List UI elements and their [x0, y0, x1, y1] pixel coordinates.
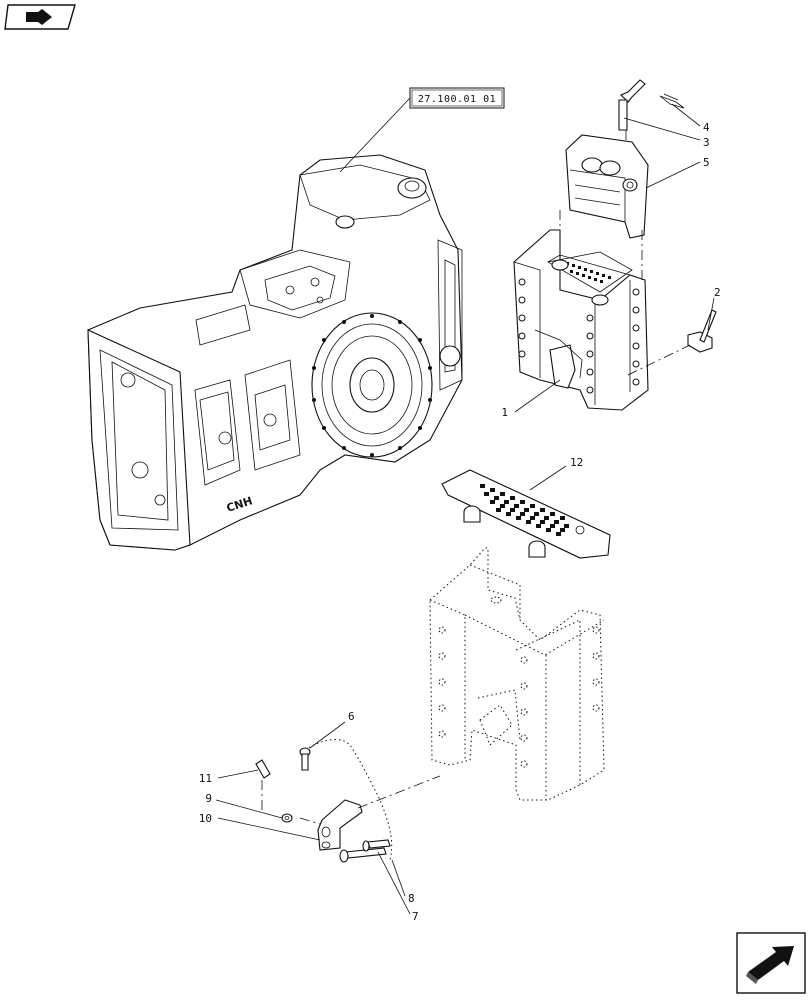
hitch-frame	[513, 229, 649, 411]
grid-plate	[441, 469, 611, 559]
forward-arrow-icon	[736, 932, 806, 994]
transmission-housing: CNH	[87, 154, 463, 551]
lock-pin	[618, 79, 646, 131]
callout-2: 2	[714, 286, 721, 299]
callout-7: 7	[412, 910, 419, 923]
forward-nav-button[interactable]	[736, 932, 806, 994]
callout-11: 11	[199, 772, 212, 785]
back-nav-button[interactable]	[4, 4, 76, 30]
callout-6: 6	[348, 710, 355, 723]
callout-12: 12	[570, 456, 583, 469]
clevis-pin	[339, 839, 391, 863]
retaining-bracket	[317, 799, 363, 851]
callout-1: 1	[501, 406, 508, 419]
split-pin	[255, 759, 271, 779]
callout-10: 10	[199, 812, 212, 825]
latch-assembly	[565, 134, 649, 239]
callout-5: 5	[703, 156, 710, 169]
reference-box[interactable]: 27.100.01 01	[409, 87, 505, 109]
reference-hitch-frame	[429, 547, 605, 801]
callout-3: 3	[703, 136, 710, 149]
callout-4: 4	[703, 121, 710, 134]
callout-9: 9	[205, 792, 212, 805]
reference-box-label: 27.100.01 01	[418, 94, 496, 105]
washer	[281, 813, 293, 823]
callout-8: 8	[408, 892, 415, 905]
back-arrow-icon	[4, 4, 76, 30]
spring-clip	[659, 93, 685, 109]
bolt	[687, 309, 717, 353]
chain-pin	[299, 747, 311, 771]
